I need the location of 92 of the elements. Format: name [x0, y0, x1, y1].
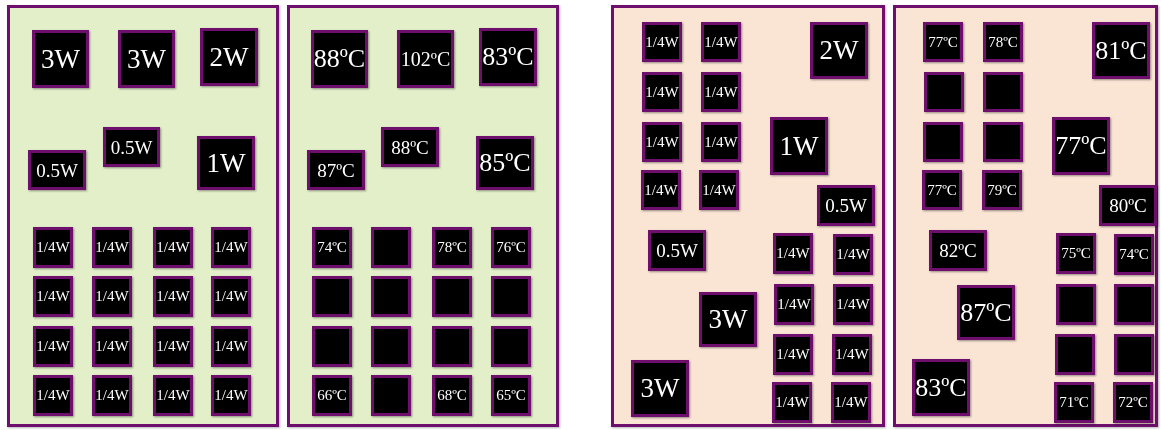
component-block [924, 72, 964, 112]
component-block: 78ºC [432, 227, 472, 268]
component-block [371, 326, 411, 367]
component-block: 1/4W [831, 382, 871, 423]
component-block: 2W [810, 22, 868, 79]
component-block: 1/4W [772, 382, 812, 423]
component-block: 74ºC [1114, 234, 1154, 275]
component-block [923, 122, 963, 162]
component-block: 87ºC [957, 285, 1015, 340]
component-block: 83ºC [912, 359, 970, 416]
component-block: 88ºC [381, 127, 439, 167]
component-block: 79ºC [982, 170, 1022, 210]
component-block: 1/4W [701, 72, 741, 112]
component-block: 1/4W [701, 22, 741, 62]
component-block: 1/4W [92, 326, 132, 367]
component-block: 1/4W [642, 122, 682, 162]
component-block: 1/4W [774, 284, 814, 325]
board-panel [287, 5, 559, 427]
component-block: 66ºC [312, 375, 352, 416]
component-block [1055, 334, 1095, 375]
component-block: 85ºC [476, 136, 534, 190]
component-block [371, 276, 411, 317]
component-block: 0.5W [103, 127, 160, 167]
component-block: 71ºC [1054, 382, 1094, 423]
component-block [371, 227, 411, 268]
component-block: 1/4W [833, 234, 873, 275]
component-block: 1/4W [92, 276, 132, 317]
component-block: 1/4W [833, 284, 873, 325]
component-block: 83ºC [479, 28, 537, 86]
component-block [1056, 284, 1096, 325]
component-block: 0.5W [28, 150, 86, 190]
component-block: 82ºC [929, 230, 987, 271]
component-block: 2W [200, 28, 258, 86]
component-block: 80ºC [1099, 185, 1157, 226]
component-block [491, 326, 531, 367]
component-block: 78ºC [983, 22, 1023, 62]
component-block: 81ºC [1092, 22, 1150, 79]
component-block: 77ºC [1052, 117, 1110, 175]
component-block: 68ºC [432, 375, 472, 416]
component-block [312, 276, 352, 317]
board-panel [893, 5, 1158, 427]
board-panel [7, 5, 279, 427]
component-block: 1/4W [153, 375, 193, 416]
component-block: 1/4W [33, 375, 73, 416]
component-block: 1/4W [211, 326, 251, 367]
component-block [1114, 284, 1154, 325]
component-block: 1/4W [33, 326, 73, 367]
component-block: 3W [32, 30, 89, 88]
component-block: 1/4W [153, 276, 193, 317]
component-block: 1/4W [832, 334, 872, 375]
component-block: 72ºC [1113, 382, 1153, 423]
component-block: 1/4W [701, 122, 741, 162]
component-block: 1/4W [92, 375, 132, 416]
component-block: 1/4W [773, 334, 813, 375]
component-block: 1/4W [211, 227, 251, 268]
component-block: 1/4W [153, 227, 193, 268]
component-block: 1/4W [33, 276, 73, 317]
component-block: 102ºC [397, 30, 454, 88]
component-block: 75ºC [1056, 233, 1096, 274]
component-block: 1/4W [211, 276, 251, 317]
component-block: 77ºC [922, 170, 962, 210]
component-block: 76ºC [491, 227, 531, 268]
component-block [983, 122, 1023, 162]
component-block: 1/4W [641, 170, 681, 210]
component-block: 1W [197, 136, 255, 190]
component-block: 77ºC [923, 22, 963, 62]
component-block [432, 326, 472, 367]
component-block [312, 326, 352, 367]
component-block: 0.5W [648, 230, 706, 271]
component-block: 1/4W [699, 170, 739, 210]
component-block: 3W [699, 292, 757, 347]
component-block: 0.5W [817, 185, 875, 226]
component-block: 1/4W [153, 326, 193, 367]
component-block [432, 276, 472, 317]
component-block: 3W [118, 30, 175, 88]
component-block: 3W [631, 360, 689, 417]
component-block [983, 72, 1023, 112]
component-block [371, 375, 411, 416]
component-block: 87ºC [307, 150, 365, 190]
component-block: 1/4W [773, 233, 813, 274]
component-block: 74ºC [312, 227, 352, 268]
component-block: 1/4W [33, 227, 73, 268]
board-panel [611, 5, 885, 427]
component-block [1114, 334, 1154, 375]
component-block: 1W [770, 117, 828, 175]
component-block: 65ºC [491, 375, 531, 416]
component-block: 1/4W [92, 227, 132, 268]
component-block: 1/4W [642, 22, 682, 62]
component-block: 88ºC [311, 30, 368, 88]
component-block: 1/4W [211, 375, 251, 416]
component-block [491, 276, 531, 317]
component-block: 1/4W [642, 72, 682, 112]
